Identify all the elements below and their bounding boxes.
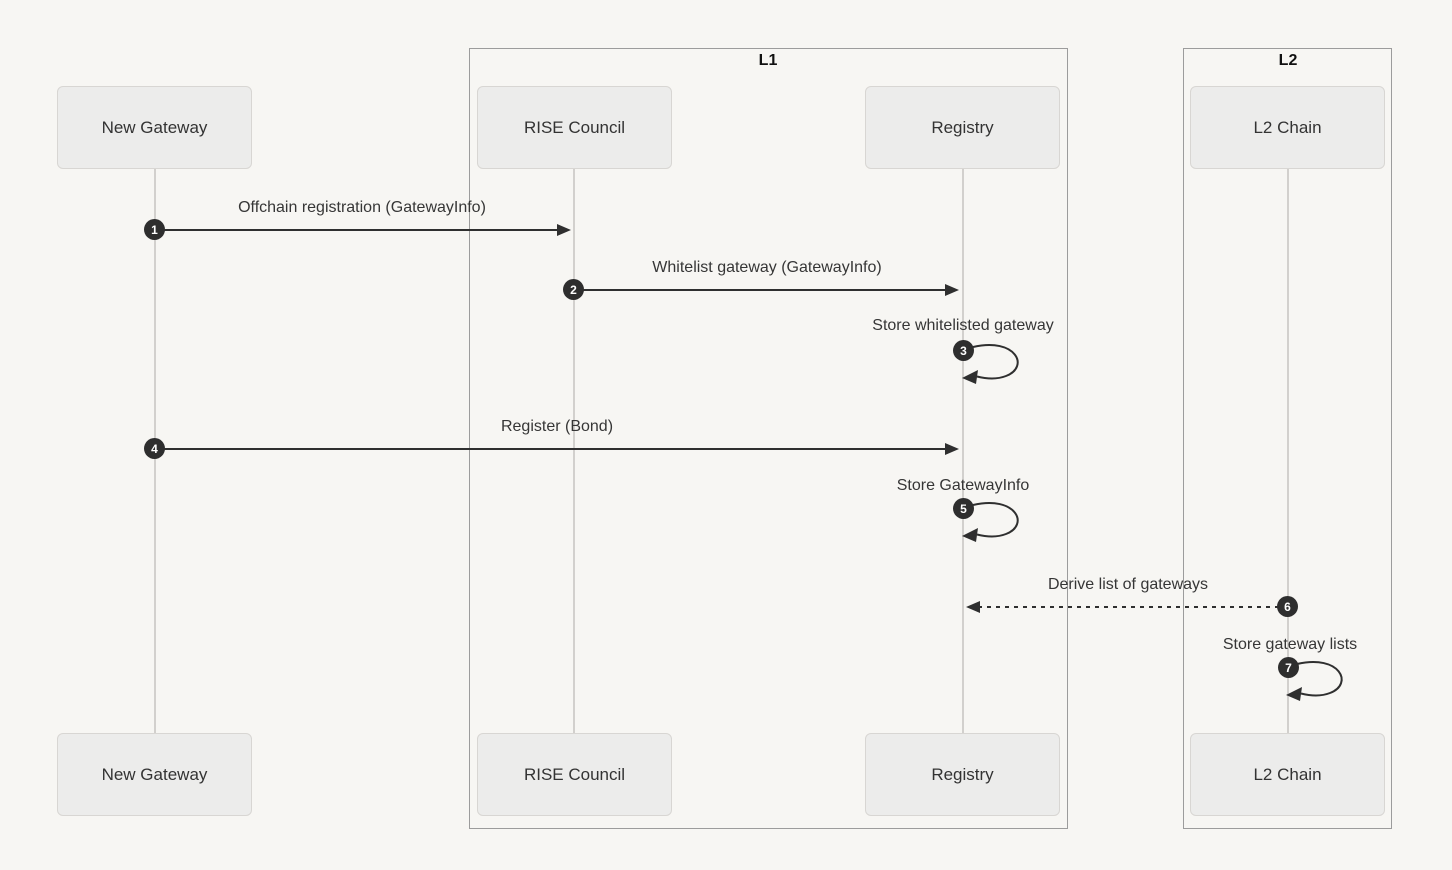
group-label-l2: L2 xyxy=(1278,52,1298,69)
actor-top-registry: Registry xyxy=(865,86,1060,169)
message-1-label: Offchain registration (GatewayInfo) xyxy=(238,199,486,216)
actor-bottom-new-gateway: New Gateway xyxy=(57,733,252,816)
message-5-badge: 5 xyxy=(953,498,974,519)
actor-bottom-registry: Registry xyxy=(865,733,1060,816)
message-2-label: Whitelist gateway (GatewayInfo) xyxy=(652,259,882,276)
message-6-label: Derive list of gateways xyxy=(1047,576,1209,593)
actor-top-rise-council: RISE Council xyxy=(477,86,672,169)
message-7-label: Store gateway lists xyxy=(1222,636,1358,653)
message-2-badge: 2 xyxy=(563,279,584,300)
group-frame-l2 xyxy=(1183,48,1392,829)
lifeline-rise-council xyxy=(573,169,575,733)
actor-bottom-rise-council: RISE Council xyxy=(477,733,672,816)
message-3-label: Store whitelisted gateway xyxy=(872,317,1054,334)
message-7-badge: 7 xyxy=(1278,657,1299,678)
group-label-l1: L1 xyxy=(758,52,778,69)
actor-top-l2-chain: L2 Chain xyxy=(1190,86,1385,169)
message-6-badge: 6 xyxy=(1277,596,1298,617)
message-5-label: Store GatewayInfo xyxy=(896,477,1030,494)
message-4-badge: 4 xyxy=(144,438,165,459)
lifeline-registry xyxy=(962,169,964,733)
message-3-badge: 3 xyxy=(953,340,974,361)
message-1-badge: 1 xyxy=(144,219,165,240)
message-4-label: Register (Bond) xyxy=(500,418,614,435)
group-frame-l1 xyxy=(469,48,1068,829)
lifeline-l2-chain xyxy=(1287,169,1289,733)
actor-bottom-l2-chain: L2 Chain xyxy=(1190,733,1385,816)
actor-top-new-gateway: New Gateway xyxy=(57,86,252,169)
